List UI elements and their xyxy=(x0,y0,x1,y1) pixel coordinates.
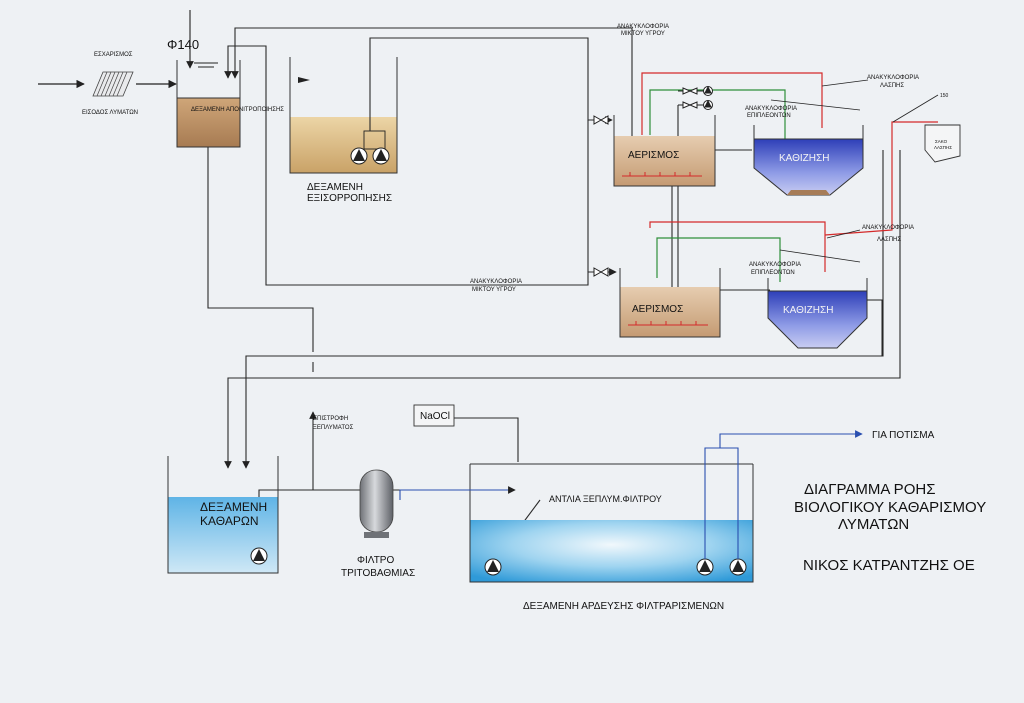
supernatant-bottom-label-2: ΕΠΙΠΛΕΟΝΤΩΝ xyxy=(751,270,795,276)
sand-filter-icon xyxy=(359,469,394,538)
clean-water-tank: ΔΕΞΑΜΕΝΗ ΚΑΘΑΡΩΝ xyxy=(167,456,279,574)
settling-tank-bottom: ΚΑΘΙΖΗΣΗ xyxy=(767,278,883,356)
valve-icon xyxy=(593,267,609,277)
pump-icon xyxy=(729,558,747,576)
sludge-bag-label-2: ΛΑΣΠΗΣ xyxy=(934,145,952,150)
supernatant-top-label-1: ΑΝΑΚΥΚΛΟΦΟΡΙΑ xyxy=(745,106,797,112)
denitrification-tank: ΔΕΞΑΜΕΝΗ ΑΠΟΝΙΤΡΟΠΟΙΗΣΗΣ xyxy=(176,60,284,148)
level-indicator-icon xyxy=(298,77,310,83)
filter-wash-pump-label: ΑΝΤΛΙΑ ΞΕΠΛΥΜ.ΦΙΛΤΡΟΥ xyxy=(549,494,662,504)
sludge-recirculation-lines xyxy=(641,72,938,282)
aeration-tank-top: ΑΕΡΙΣΜΟΣ xyxy=(613,115,716,187)
backwash-label-1: ΕΠΙΣΤΡΟΦΗ xyxy=(313,416,348,422)
aeration-tank-bottom: ΑΕΡΙΣΜΟΣ xyxy=(619,268,721,338)
settling-tank-top: ΚΑΘΙΖΗΣΗ xyxy=(753,125,864,196)
naocl-label: NaOCl xyxy=(420,411,450,422)
equalization-label-2: ΕΞΙΣΟΡΡΟΠΗΣΗΣ xyxy=(307,193,392,204)
aeration-top-label: ΑΕΡΙΣΜΟΣ xyxy=(628,150,679,161)
title-line-3: ΛΥΜΑΤΩΝ xyxy=(838,516,909,533)
sludge-recirc-bottom-label-2: ΛΑΣΠΗΣ xyxy=(877,237,901,243)
aeration-bottom-label: ΑΕΡΙΣΜΟΣ xyxy=(632,304,683,315)
inlet-label: ΕΙΣΟΔΟΣ ΛΥΜΑΤΩΝ xyxy=(82,110,138,116)
pump-icon xyxy=(484,558,502,576)
mixed-liquor-bottom-label-2: ΜΙΚΤΟΥ ΥΓΡΟΥ xyxy=(472,287,516,293)
mixed-liquor-top-label-2: ΜΙΚΤΟΥ ΥΓΡΟΥ xyxy=(621,31,665,37)
backwash-label-2: ΞΕΠΛΥΜΑΤΟΣ xyxy=(313,425,354,431)
settling-top-label: ΚΑΘΙΖΗΣΗ xyxy=(779,153,829,164)
title-line-1: ΔΙΑΓΡΑΜΜΑ ΡΟΗΣ xyxy=(804,481,935,498)
blue-piping xyxy=(399,430,863,559)
valve-icon xyxy=(593,115,609,125)
filter-label-2: ΤΡΙΤΟΒΑΘΜΙΑΣ xyxy=(341,568,415,579)
pump-icon xyxy=(372,147,390,165)
pump-icon xyxy=(250,547,268,565)
filter-label-1: ΦΙΛΤΡΟ xyxy=(357,555,394,566)
small-value-label: 150 xyxy=(940,93,949,99)
screen-grid-icon xyxy=(92,71,134,97)
equalization-tank: ΔΕΞΑΜΕΝΗ ΕΞΙΣΟΡΡΟΠΗΣΗΣ xyxy=(289,57,398,204)
sludge-bag: ΣΑΚΟ ΛΑΣΠΗΣ 150 xyxy=(924,93,961,163)
clean-tank-label-1: ΔΕΞΑΜΕΝΗ xyxy=(200,500,267,514)
sludge-recirc-top-label-1: ΑΝΑΚΥΚΛΟΦΟΡΙΑ xyxy=(867,75,919,81)
title-line-2: ΒΙΟΛΟΓΙΚΟΥ ΚΑΘΑΡΙΣΜΟΥ xyxy=(794,499,986,516)
sludge-bag-label-1: ΣΑΚΟ xyxy=(935,139,948,144)
clean-tank-label-2: ΚΑΘΑΡΩΝ xyxy=(200,514,259,528)
supernatant-bottom-label-1: ΑΝΑΚΥΚΛΟΦΟΡΙΑ xyxy=(749,262,801,268)
pump-icon xyxy=(696,558,714,576)
sludge-recirc-bottom-label-1: ΑΝΑΚΥΚΛΟΦΟΡΙΑ xyxy=(862,225,914,231)
pipe-diameter-label: Φ140 xyxy=(167,37,199,52)
screening-label: ΕΣΧΑΡΙΣΜΟΣ xyxy=(94,52,133,58)
mixed-liquor-bottom-label-1: ΑΝΑΚΥΚΛΟΦΟΡΙΑ xyxy=(470,279,522,285)
irrigation-tank: ΑΝΤΛΙΑ ΞΕΠΛΥΜ.ΦΙΛΤΡΟΥ xyxy=(469,463,754,583)
annotation-leaders xyxy=(770,79,939,263)
sludge-recirc-top-label-2: ΛΑΣΠΗΣ xyxy=(880,83,904,89)
mixed-liquor-top-label-1: ΑΝΑΚΥΚΛΟΦΟΡΙΑ xyxy=(617,24,669,30)
recirculation-pumps-top xyxy=(678,85,713,110)
settling-bottom-label: ΚΑΘΙΖΗΣΗ xyxy=(783,305,833,316)
company-name: ΝΙΚΟΣ ΚΑΤΡΑΝΤΖΗΣ ΟΕ xyxy=(803,557,975,574)
pump-icon xyxy=(350,147,368,165)
denitrification-label: ΔΕΞΑΜΕΝΗ ΑΠΟΝΙΤΡΟΠΟΙΗΣΗΣ xyxy=(191,107,284,113)
irrigation-label: ΓΙΑ ΠΟΤΙΣΜΑ xyxy=(872,430,935,441)
naocl-tank xyxy=(413,404,455,427)
equalization-label-1: ΔΕΞΑΜΕΝΗ xyxy=(307,182,363,193)
irrigation-tank-label: ΔΕΞΑΜΕΝΗ ΑΡΔΕΥΣΗΣ ΦΙΛΤΡΑΡΙΣΜΕΝΩΝ xyxy=(523,601,724,612)
inlet-section: ΕΣΧΑΡΙΣΜΟΣ ΕΙΣΟΔΟΣ ΛΥΜΑΤΩΝ Φ140 xyxy=(38,10,218,116)
supernatant-top-label-2: ΕΠΙΠΛΕΟΝΤΩΝ xyxy=(747,113,791,119)
